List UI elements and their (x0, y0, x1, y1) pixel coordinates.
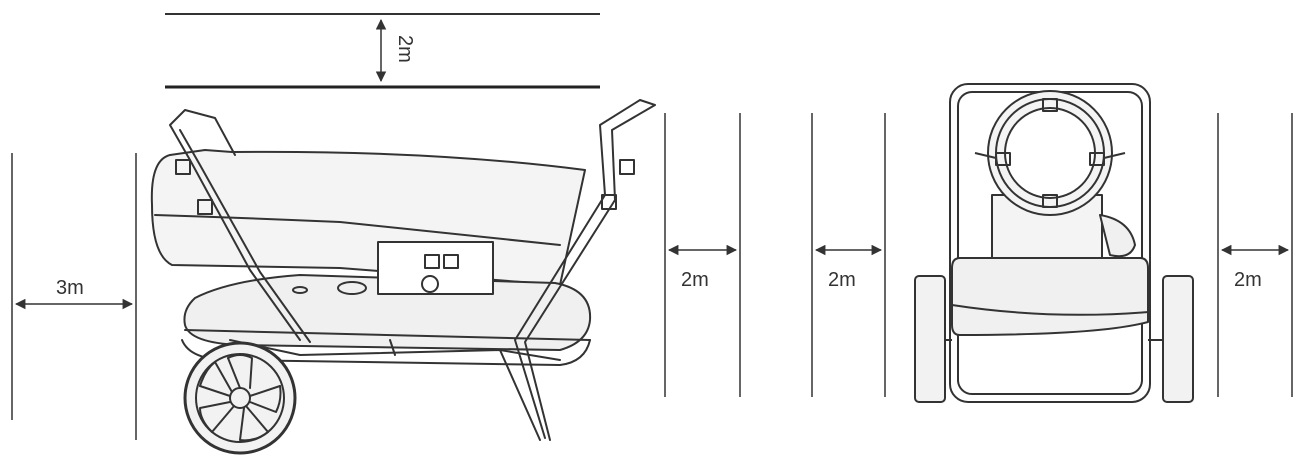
rear-left-clearance: 2m (811, 113, 886, 397)
rear-handle (169, 109, 301, 341)
rear-right-clearance-label: 2m (1234, 269, 1262, 291)
control-knob (421, 275, 439, 293)
rear-left-clearance-label: 2m (828, 269, 856, 291)
intake-clip-top (1042, 98, 1058, 112)
tank-seam (184, 329, 591, 341)
control-switch-1 (424, 254, 440, 269)
side-left-clearance-label: 3m (56, 277, 84, 299)
fuel-cap (337, 281, 367, 295)
side-left-clearance: 3m (11, 153, 137, 440)
rear-frame-outer (949, 83, 1151, 403)
bracket-4 (601, 194, 617, 210)
intake-clip-right (1089, 152, 1105, 166)
rear-tank-seam (951, 304, 1149, 316)
wheel (183, 341, 297, 455)
bracket-1 (175, 159, 191, 175)
intake-clip-left (995, 152, 1011, 166)
top-clearance-label: 2m (394, 35, 416, 63)
front-leg (499, 349, 541, 441)
top-clearance: 2m (165, 13, 600, 89)
rear-fuel-tank (951, 257, 1149, 336)
chassis-strut (389, 339, 396, 356)
control-switch-2 (443, 254, 459, 269)
rear-wheel-right (1162, 275, 1194, 403)
bracket-2 (197, 199, 213, 215)
side-front-clearance-label: 2m (681, 269, 709, 291)
intake-bolts (974, 152, 1126, 159)
intake-clip-bottom (1042, 194, 1058, 208)
side-front-clearance: 2m (664, 113, 741, 397)
air-intake-inner (1004, 107, 1096, 199)
tank-bottom (181, 339, 591, 366)
gauge-cap (292, 286, 308, 294)
heater-side-view (150, 99, 656, 455)
heater-rear-view (914, 83, 1194, 403)
side-fitting (1099, 214, 1136, 258)
bracket-3 (619, 159, 635, 175)
rear-right-clearance: 2m (1217, 113, 1293, 397)
rear-handle-inner (179, 129, 311, 343)
body-seam (154, 214, 561, 246)
rear-wheel-left (914, 275, 946, 403)
